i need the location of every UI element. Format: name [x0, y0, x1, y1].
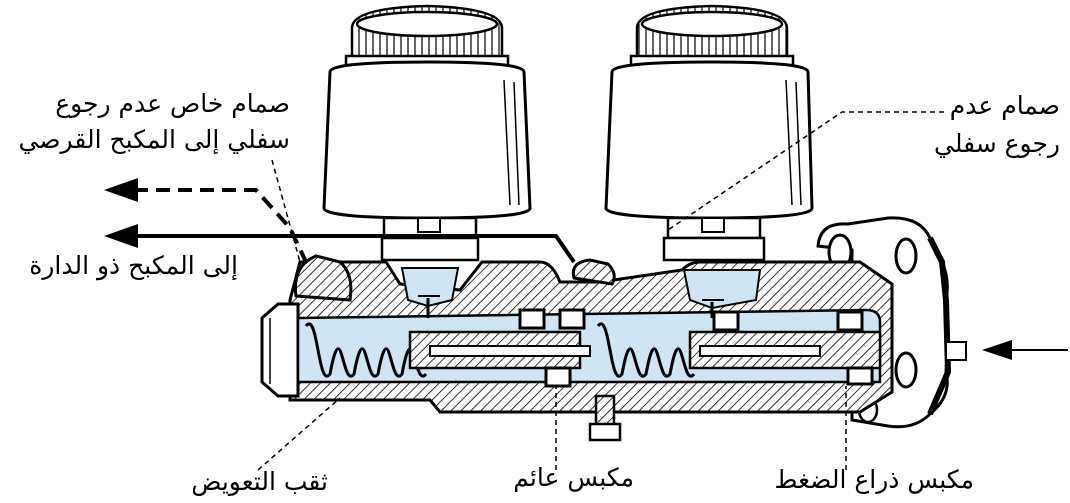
leader-special-valve	[271, 159, 301, 263]
label-bottom-check-valve-2: رجوع سفلي	[933, 129, 1060, 158]
label-special-check-valve-2: سفلي إلى المكبح القرصي	[18, 125, 290, 154]
floating-piston	[408, 308, 591, 388]
leader-lines	[257, 111, 944, 471]
leader-bottom-valve	[667, 111, 944, 231]
label-compensation-port: ثقب التعويض	[191, 467, 328, 496]
label-pushrod-piston: مكبس ذراع الضغط	[774, 465, 974, 494]
outlet-fittings	[293, 254, 622, 442]
primary-spring	[304, 322, 428, 378]
input-force-arrowhead	[982, 340, 1012, 360]
label-special-check-valve-1: صمام خاص عدم رجوع	[55, 89, 290, 118]
drum-brake-arrowhead	[104, 224, 138, 248]
left-reservoir	[322, 4, 532, 262]
secondary-spring	[596, 322, 696, 378]
pushrod-piston	[688, 310, 882, 386]
label-bottom-check-valve-1: صمام عدم	[949, 91, 1060, 120]
right-reservoir	[604, 4, 814, 262]
leader-compensation-port	[257, 397, 341, 471]
label-floating-piston: مكبس عائم	[513, 463, 634, 492]
disc-brake-arrowhead	[104, 178, 138, 202]
flow-arrows	[104, 178, 1068, 360]
drum-brake-line	[134, 234, 576, 264]
label-drum-brake: إلى المكبح ذو الدارة	[29, 251, 238, 280]
